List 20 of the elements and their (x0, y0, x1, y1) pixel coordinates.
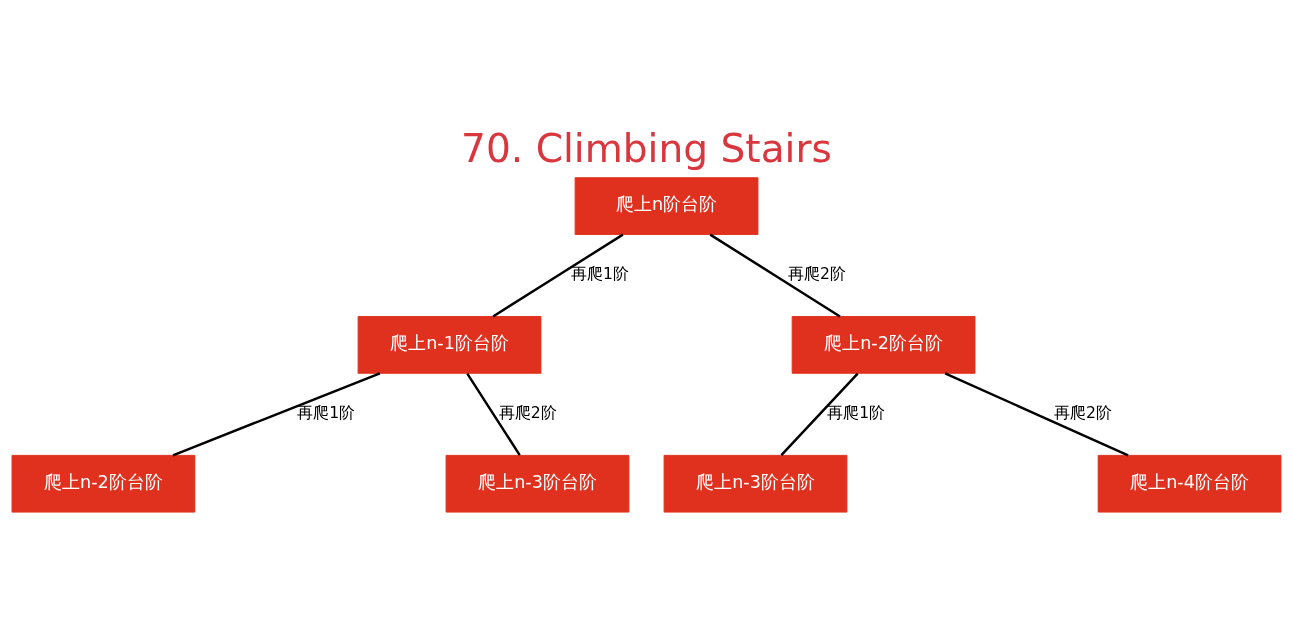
node-box: 爬上n-3阶台阶 (663, 454, 848, 513)
edge-label: 再爬1阶 (827, 403, 886, 423)
connector (492, 233, 624, 318)
connector (780, 372, 859, 456)
node-box: 爬上n-4阶台阶 (1097, 454, 1282, 513)
connector (466, 372, 521, 456)
edge-label: 再爬2阶 (1054, 403, 1112, 423)
node-box: 爬上n-2阶台阶 (11, 454, 196, 513)
node-box: 爬上n-1阶台阶 (357, 316, 542, 374)
connector (944, 372, 1129, 457)
edge-label: 再爬1阶 (571, 264, 630, 284)
connector (172, 372, 381, 457)
edge-label: 再爬2阶 (788, 264, 847, 284)
diagram-title: 70. Climbing Stairs (461, 126, 832, 172)
node-box: 爬上n阶台阶 (574, 177, 759, 235)
node-box: 爬上n-3阶台阶 (445, 454, 630, 513)
node-box: 爬上n-2阶台阶 (791, 316, 976, 374)
connector (709, 233, 841, 318)
edge-label: 再爬2阶 (498, 403, 557, 423)
edge-label: 再爬1阶 (297, 403, 356, 423)
